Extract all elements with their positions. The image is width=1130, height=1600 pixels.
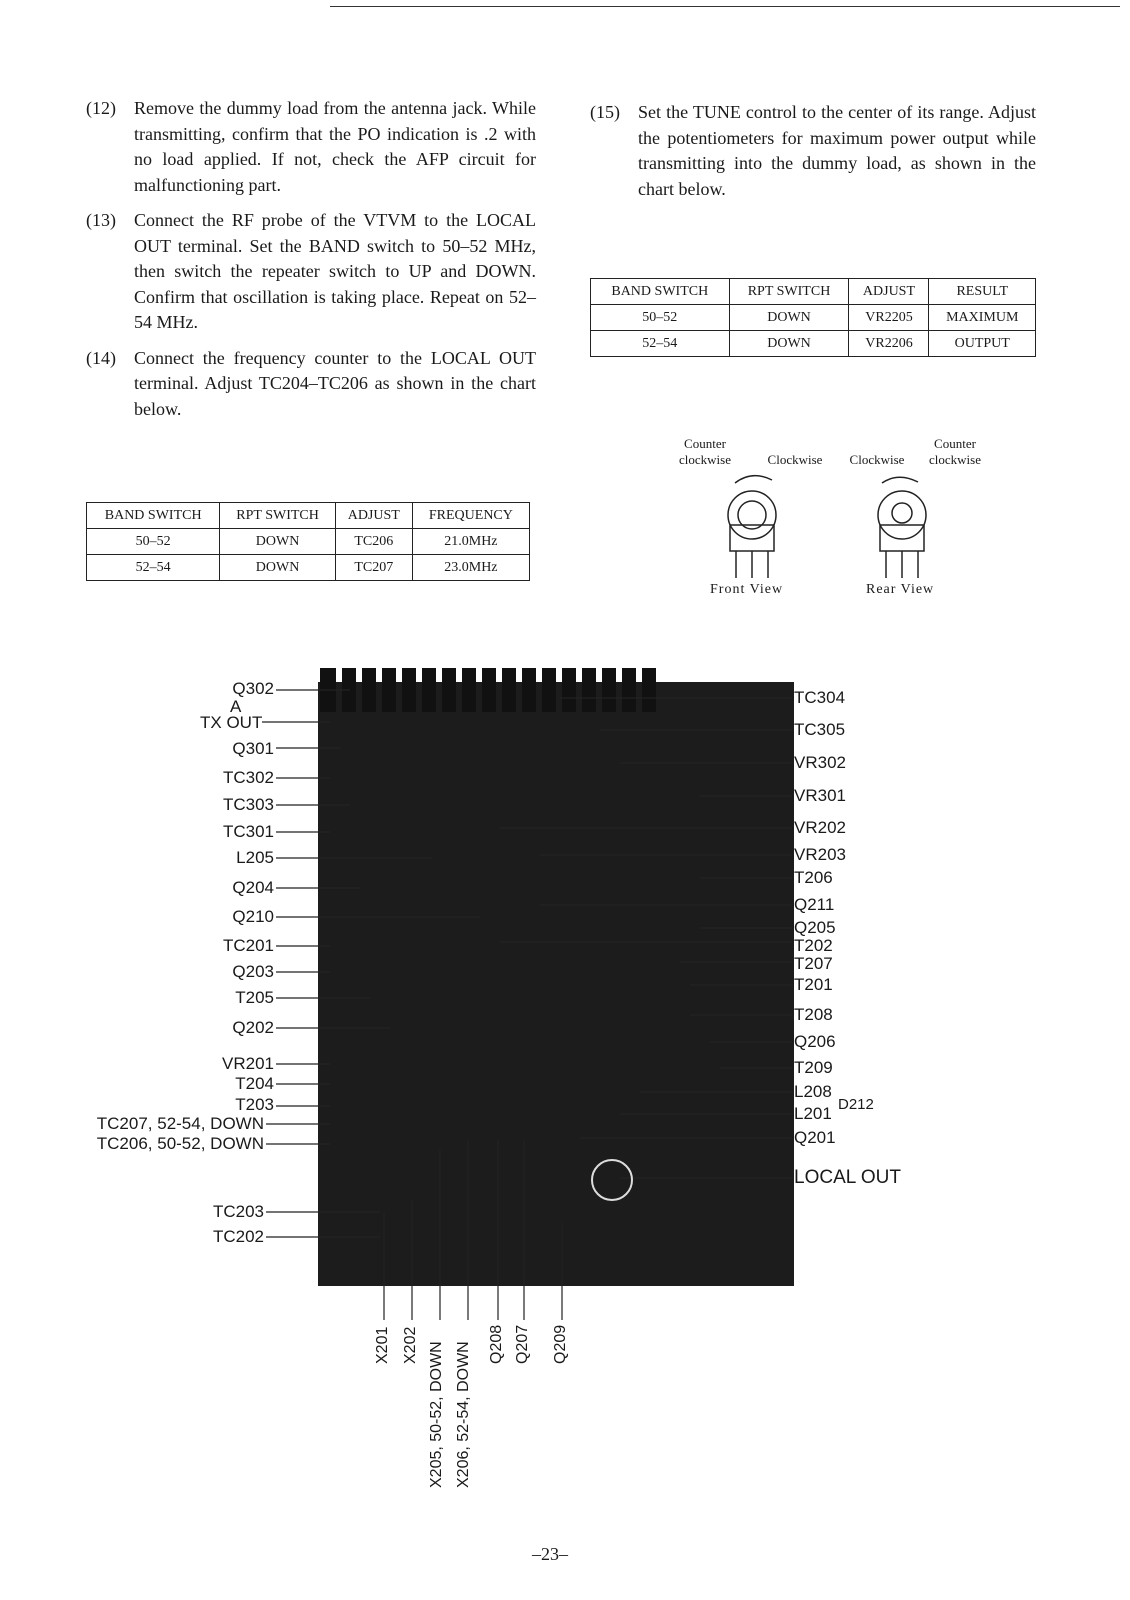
label-q210: Q210	[232, 907, 274, 926]
right-column: (15) Set the TUNE control to the center …	[590, 100, 1036, 212]
label-t203: T203	[235, 1095, 274, 1114]
label-q301: Q301	[232, 739, 274, 758]
label-tc302: TC302	[222, 768, 274, 787]
label-q204: Q204	[232, 878, 274, 897]
label-x201: X201	[374, 1326, 391, 1364]
label-q208: Q208	[488, 1324, 505, 1364]
label-vr203: VR203	[794, 845, 846, 864]
step-number: (14)	[86, 347, 116, 368]
table-cell: DOWN	[728, 304, 850, 331]
label-t205: T205	[235, 988, 274, 1007]
label-q302: Q302	[232, 679, 274, 698]
label-t201: T201	[794, 975, 833, 994]
table-cell: DOWN	[219, 554, 336, 581]
rear-ccw-label: Counter clockwise	[929, 436, 981, 467]
table-row: 52–54 DOWN VR2206 OUTPUT	[590, 330, 1036, 357]
step-number: (12)	[86, 98, 116, 118]
table-cell: 23.0MHz	[411, 554, 531, 581]
step-text: Connect the RF probe of the VTVM to the …	[134, 210, 536, 332]
header-cell: ADJUST	[848, 278, 930, 305]
frequency-table: BAND SWITCH RPT SWITCH ADJUST FREQUENCY …	[85, 502, 531, 581]
label-tc202: TC202	[212, 1227, 264, 1246]
label-t204: T204	[235, 1074, 274, 1093]
step-text: Connect the frequency counter to the LOC…	[134, 347, 536, 419]
table-cell: DOWN	[219, 528, 336, 555]
power-adjust-table: BAND SWITCH RPT SWITCH ADJUST RESULT 50–…	[590, 278, 1036, 357]
header-cell: ADJUST	[334, 502, 413, 529]
label-tc305: TC305	[794, 720, 846, 739]
label-tc303: TC303	[222, 795, 274, 814]
rear-cw-label: Clockwise	[849, 452, 905, 467]
table-header-row: BAND SWITCH RPT SWITCH ADJUST FREQUENCY	[85, 502, 531, 529]
label-l201: L201	[794, 1104, 832, 1123]
chassis-photo	[318, 682, 794, 1286]
step-12: (12) Remove the dummy load from the ante…	[86, 96, 536, 198]
label-d212: D212	[838, 1096, 874, 1113]
header-cell: RESULT	[928, 278, 1036, 305]
label-l208: L208	[794, 1082, 832, 1101]
header-cell: FREQUENCY	[411, 502, 531, 529]
step-number: (15)	[590, 102, 620, 122]
step-number: (13)	[86, 210, 116, 230]
step-14: (14) Connect the frequency counter to th…	[86, 346, 536, 423]
label-tc301: TC301	[222, 822, 274, 841]
step-15: (15) Set the TUNE control to the center …	[590, 100, 1036, 202]
label-x202: X202	[402, 1326, 419, 1364]
label-a: A	[230, 697, 242, 716]
label-t207: T207	[794, 954, 833, 973]
label-q201: Q201	[794, 1128, 836, 1147]
label-vr201: VR201	[222, 1054, 274, 1073]
step-text: Set the TUNE control to the center of it…	[638, 102, 1036, 199]
label-t209: T209	[794, 1058, 833, 1077]
label-t206: T206	[794, 868, 833, 887]
label-q209: Q209	[552, 1324, 569, 1364]
label-q207: Q207	[514, 1324, 531, 1364]
table-cell: DOWN	[728, 330, 850, 357]
front-cw-label: Clockwise	[767, 452, 823, 467]
label-tc201: TC201	[222, 936, 274, 955]
table-cell: OUTPUT	[928, 330, 1036, 357]
step-13: (13) Connect the RF probe of the VTVM to…	[86, 208, 536, 336]
table-cell: VR2206	[848, 330, 930, 357]
label-tc203: TC203	[212, 1202, 264, 1221]
table-cell: 21.0MHz	[411, 528, 531, 555]
label-tc304: TC304	[794, 688, 846, 707]
label-tc207: TC207, 52-54, DOWN	[96, 1114, 264, 1133]
label-vr202: VR202	[794, 818, 846, 837]
label-q211: Q211	[794, 895, 835, 914]
label-t202: T202	[794, 936, 833, 955]
table-row: 50–52 DOWN TC206 21.0MHz	[85, 528, 531, 555]
table-cell: TC207	[334, 554, 413, 581]
label-vr301: VR301	[794, 786, 846, 805]
table-cell: 52–54	[590, 330, 730, 357]
label-local-out: LOCAL OUT	[794, 1167, 901, 1188]
label-l205: L205	[236, 848, 274, 867]
left-column: (12) Remove the dummy load from the ante…	[86, 96, 536, 432]
label-tc206: TC206, 50-52, DOWN	[96, 1134, 264, 1153]
header-cell: RPT SWITCH	[219, 502, 336, 529]
table-header-row: BAND SWITCH RPT SWITCH ADJUST RESULT	[590, 278, 1036, 305]
label-tx-out: TX OUT	[200, 713, 263, 732]
label-q205: Q205	[794, 918, 836, 937]
label-q206: Q206	[794, 1032, 836, 1051]
label-q203: Q203	[232, 962, 274, 981]
rear-view-label: Rear View	[866, 582, 935, 597]
header-cell: BAND SWITCH	[85, 502, 221, 529]
table-cell: 50–52	[85, 528, 221, 555]
label-q202: Q202	[232, 1018, 274, 1037]
label-x206: X206, 52-54, DOWN	[455, 1341, 472, 1488]
table-cell: 50–52	[590, 304, 730, 331]
label-t208: T208	[794, 1005, 833, 1024]
front-view-label: Front View	[710, 582, 784, 597]
label-x205: X205, 50-52, DOWN	[428, 1341, 445, 1488]
label-vr302: VR302	[794, 753, 846, 772]
top-rule	[330, 6, 1120, 7]
table-cell: 52–54	[85, 554, 221, 581]
front-ccw-label: Counter clockwise	[679, 436, 731, 467]
step-text: Remove the dummy load from the antenna j…	[134, 98, 536, 195]
table-row: 52–54 DOWN TC207 23.0MHz	[85, 554, 531, 581]
page-number: –23–	[532, 1544, 568, 1564]
